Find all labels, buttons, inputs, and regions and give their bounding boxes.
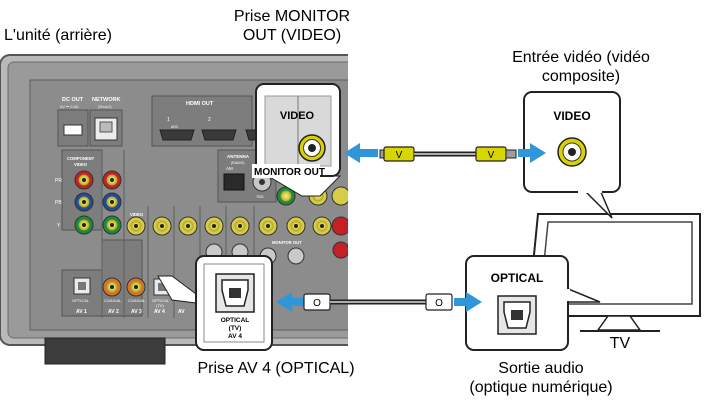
hdmi-2-label: 2 <box>208 117 211 123</box>
av4-jack-title: Prise AV 4 (OPTICAL) <box>197 360 355 377</box>
ohm-label: 75Ω <box>256 194 263 199</box>
unit-optical-label: OPTICAL <box>221 317 250 324</box>
dc-out-sub-label: 5V ⎓ 0.5A <box>60 104 79 109</box>
component-video-label: VIDEO <box>74 162 88 167</box>
optical-tv-label-small: OPTICAL <box>152 298 170 303</box>
hdmi-port-1 <box>159 129 195 141</box>
unit-optical-tv-label: (TV) <box>229 325 242 332</box>
optical-plug-right-label: O <box>435 298 443 309</box>
monitor-out-title-line2: OUT (VIDEO) <box>242 27 342 44</box>
optical-tv-sub-label-small: (TV) <box>156 303 164 308</box>
am-label: AM <box>226 166 233 171</box>
hdmi-port-2 <box>201 129 237 141</box>
hdmi-arc-label: ARC <box>171 125 179 129</box>
callout-monitor-out-label: MONITOR OUT <box>254 167 325 178</box>
hdmi-1-label: 1 <box>167 117 170 123</box>
av-label-small: AV <box>178 309 185 315</box>
video-cable: V V <box>344 143 546 163</box>
av2-label: AV 2 <box>108 309 119 315</box>
callout-video-label: VIDEO <box>280 110 315 122</box>
tv-video-label: VIDEO <box>553 109 590 123</box>
optical-plug-left-label: O <box>313 298 321 309</box>
antenna-label: ANTENNA <box>227 154 250 159</box>
video-arrow-right <box>518 143 546 163</box>
unit-optical-av4-label: AV 4 <box>228 333 242 340</box>
antenna-sub-label: (RADIO) <box>231 161 244 165</box>
pr-label: PR <box>55 178 62 184</box>
video-input-title-line2: composite) <box>541 68 621 85</box>
am-antenna-terminal <box>223 173 245 191</box>
optical-arrow-right <box>454 292 482 312</box>
video-input-title-line1: Entrée vidéo (vidéo <box>512 49 650 66</box>
component-jacks <box>74 170 122 235</box>
unit-optical-callout: OPTICAL (TV) AV 4 <box>195 255 273 351</box>
tv-label: TV <box>609 335 631 352</box>
av1-label: AV 1 <box>76 309 87 315</box>
hdmi-out-label: HDMI OUT <box>186 101 214 107</box>
pb-label: PB <box>55 200 62 206</box>
audio-out-title-line2: (optique numérique) <box>469 379 613 396</box>
video-plug-right-label: V <box>488 150 495 161</box>
tv-optical-label: OPTICAL <box>491 271 544 285</box>
video-row-label: VIDEO <box>130 212 144 217</box>
dc-out-label: DC OUT <box>62 97 84 103</box>
usb-port <box>63 124 83 136</box>
monitor-out-panel-label: MONITOR OUT <box>272 240 302 245</box>
optical-arrow-left <box>276 292 304 312</box>
monitor-out-title-line1: Prise MONITOR <box>233 8 351 25</box>
monitor-out-callout: VIDEO MONITOR OUT <box>252 83 341 178</box>
component-label: COMPONENT <box>67 156 95 161</box>
optical-plug-right <box>425 293 453 311</box>
video-plug-left-label: V <box>396 150 403 161</box>
tv-optical-callout: OPTICAL <box>465 255 601 351</box>
optical-label-av1: OPTICAL <box>72 298 90 303</box>
optical-cable: O O <box>276 292 482 312</box>
video-arrow-left <box>344 143 378 163</box>
network-label: NETWORK <box>92 97 120 103</box>
coaxial-label-av2: COAXIAL <box>104 298 122 303</box>
av3-label: AV 3 <box>131 309 142 315</box>
y-label: Y <box>57 223 61 229</box>
coaxial-label-av3: COAXIAL <box>128 298 146 303</box>
unit-rear-label: L'unité (arrière) <box>4 27 112 44</box>
video-jacks-row <box>126 216 332 236</box>
network-sub-label: (Rear1) <box>98 104 112 109</box>
audio-out-title-line1: Sortie audio <box>498 360 584 377</box>
av4-label-small: AV 4 <box>154 309 165 315</box>
tv-video-callout: VIDEO <box>523 91 621 219</box>
